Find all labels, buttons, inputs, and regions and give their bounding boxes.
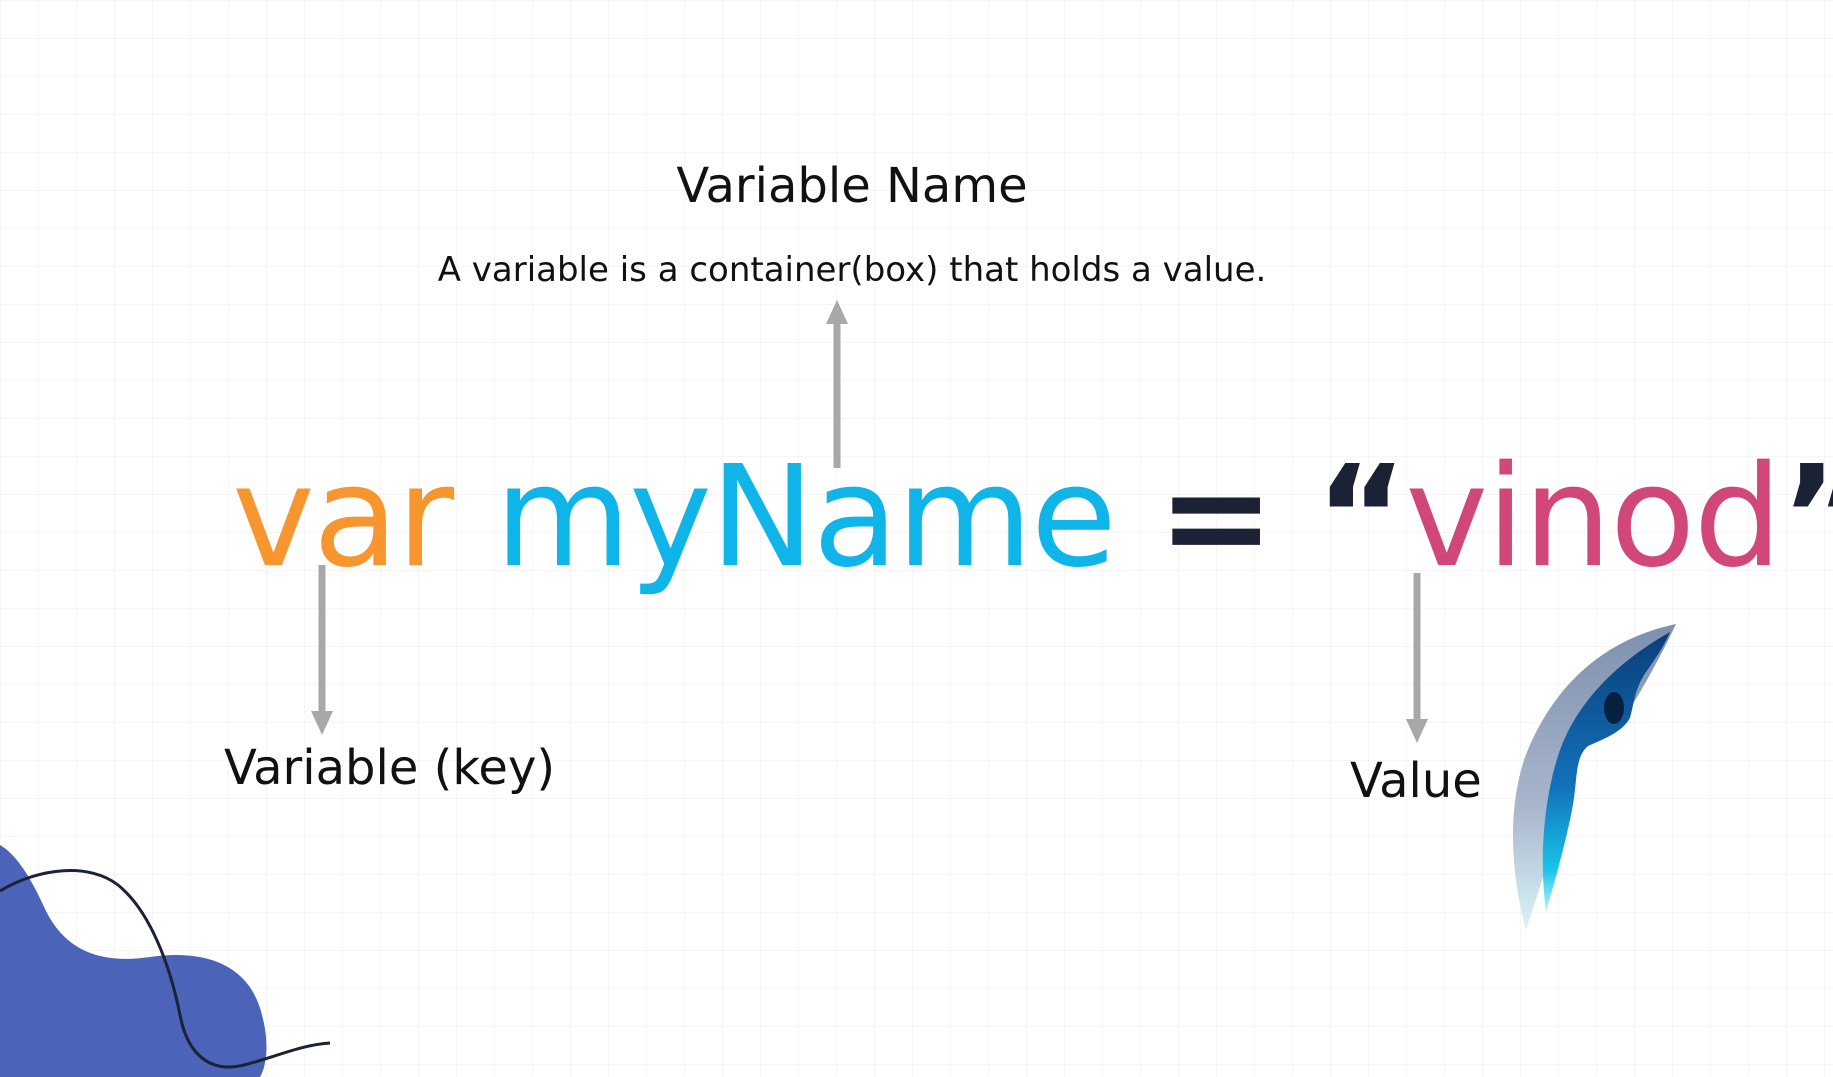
code-open-quote: “ — [1315, 436, 1407, 599]
blob-shape — [0, 845, 331, 1077]
code-operator: = — [1157, 436, 1275, 599]
arrow-down-icon — [1406, 573, 1428, 743]
code-string-value: vinod — [1405, 436, 1782, 599]
crescent-decoration — [1512, 624, 1676, 930]
diagram-title: Variable Name — [676, 158, 1028, 214]
arrow-down-icon — [311, 565, 333, 735]
variable-key-label: Variable (key) — [224, 740, 556, 796]
wave-decoration — [0, 869, 331, 1069]
code-identifier: myName — [494, 436, 1117, 599]
value-label: Value — [1350, 753, 1482, 809]
code-close-quote: ” — [1780, 436, 1833, 599]
diagram-subtitle: A variable is a container(box) that hold… — [437, 250, 1267, 290]
code-statement: var myName = “vinod” — [232, 438, 1833, 598]
arrow-up-icon — [826, 300, 848, 468]
code-keyword: var — [232, 436, 454, 599]
